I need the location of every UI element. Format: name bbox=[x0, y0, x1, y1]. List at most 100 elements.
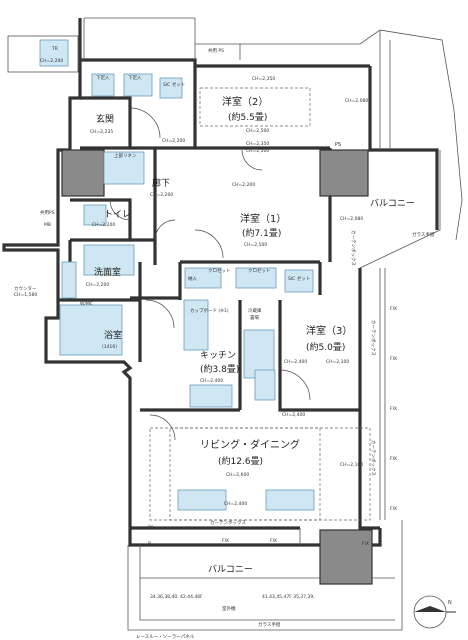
senmen-ch: CH=2,200 bbox=[86, 282, 109, 288]
senmen-label: 洗面室 bbox=[94, 266, 121, 278]
column-right bbox=[319, 149, 369, 197]
ch-2080-mid: CH=2,080 bbox=[340, 216, 363, 222]
ps-bottom: PS bbox=[148, 525, 154, 531]
public-ps-left: 共用PS bbox=[40, 209, 55, 216]
ch-2350b: CH=2,350 bbox=[246, 141, 269, 147]
western1-ch: CH=2,500 bbox=[244, 242, 267, 248]
western1-size: (約7.1畳) bbox=[242, 227, 281, 239]
fixtures bbox=[39, 39, 315, 511]
curtain-box-right: カーテンボックス bbox=[370, 320, 377, 356]
ceiling-inner-living bbox=[169, 427, 321, 521]
genkan-label: 玄関 bbox=[96, 113, 114, 125]
fix-label: FIX bbox=[390, 306, 397, 312]
hallway-ch: CH=2,200 bbox=[150, 192, 173, 198]
bath-size: (1416) bbox=[102, 344, 117, 350]
kitchen-size: (約3.8畳) bbox=[200, 363, 239, 375]
tr-ch: CH=2,200 bbox=[40, 58, 63, 64]
cupboard bbox=[183, 299, 209, 351]
balcony-right: バルコニー bbox=[370, 198, 415, 209]
living-size: (約12.6畳) bbox=[218, 455, 263, 467]
public-ps-top: 共用 PS bbox=[208, 47, 224, 54]
closet-1 bbox=[184, 267, 222, 289]
fix-label: FIX bbox=[390, 356, 397, 362]
shoe-cabinet-1 bbox=[91, 73, 115, 97]
western2-size: (約5.5畳) bbox=[228, 111, 267, 123]
bath-label: 浴室 bbox=[104, 329, 122, 341]
north-label: N bbox=[448, 600, 452, 606]
toilet-unit bbox=[83, 204, 107, 226]
kitchen-island bbox=[189, 384, 233, 408]
ch-2500b: CH=2,500 bbox=[246, 148, 269, 154]
shoes-label-2: 下足入 bbox=[128, 75, 142, 81]
column-left bbox=[61, 149, 105, 197]
counter-left bbox=[61, 261, 77, 299]
closet-side bbox=[284, 269, 314, 293]
north-arrow: N bbox=[413, 595, 456, 629]
western3-ch2: CH=2,100 bbox=[326, 359, 349, 365]
toilet-label: トイレ bbox=[104, 210, 131, 220]
cupboard-label: カップボード (※1) bbox=[190, 307, 229, 314]
glass-railing-right: ガラス手摺 bbox=[412, 231, 435, 238]
shunou-label: 納入 bbox=[188, 275, 197, 282]
western3-ch1: CH=2,400 bbox=[284, 359, 307, 365]
kitchen-ch: CH=2,400 bbox=[200, 378, 223, 384]
shoes-label-1: 下足入 bbox=[96, 75, 110, 81]
closet-top bbox=[159, 77, 183, 99]
fix-label: FIX bbox=[390, 456, 397, 462]
living-ch3: CH=2,100 bbox=[340, 462, 363, 468]
closet2-label: クロゼット bbox=[248, 267, 271, 274]
hallway-label: 廊下 bbox=[152, 177, 170, 189]
interior-walls bbox=[58, 66, 360, 412]
floor-heater-2 bbox=[265, 489, 315, 511]
western2-ch1: CH=2,350 bbox=[252, 76, 275, 82]
genkan-ch: CH=2,235 bbox=[90, 129, 113, 135]
western3-size: (約5.0畳) bbox=[306, 341, 345, 353]
curtain-box-bottom: カーテンボックス bbox=[210, 519, 246, 526]
fix-label: FIX bbox=[390, 406, 397, 412]
curtain-box-right2: カーテンボックス bbox=[370, 440, 377, 476]
western1-label: 洋室（1） bbox=[240, 212, 286, 225]
hallway-ch2: CH=2,200 bbox=[162, 138, 185, 144]
shoe-cabinet-2 bbox=[123, 73, 153, 97]
fix-label: FIX bbox=[390, 506, 397, 512]
toilet-ch: CH=2,200 bbox=[92, 222, 115, 228]
fix-label: FIX bbox=[222, 538, 229, 544]
living-ch: CH=2,600 bbox=[226, 472, 249, 478]
solar-panel-label: レースルー・ソーラーパネル bbox=[136, 634, 195, 640]
closet1-label: クロゼット bbox=[208, 267, 231, 274]
outer-walls bbox=[2, 17, 463, 631]
tr-unit bbox=[39, 39, 69, 67]
ch-2400-b: CH=2,400 bbox=[282, 412, 305, 418]
column-bottom bbox=[319, 529, 373, 585]
living-ch2: CH=2,400 bbox=[224, 501, 247, 507]
bathtub bbox=[59, 304, 123, 356]
door-swings bbox=[109, 107, 311, 441]
western3-label: 洋室（3） bbox=[306, 324, 352, 337]
linen-cabinet bbox=[103, 151, 145, 185]
outdoor-unit-left: 34,36,38,40, 42,44,46F bbox=[150, 594, 203, 600]
ch-2200-mid: CH=2,200 bbox=[232, 182, 255, 188]
reizouko-label2: 置場 bbox=[250, 314, 259, 321]
closet-side-label: SIC ゼット bbox=[288, 275, 310, 282]
living-label: リビング・ダイニング bbox=[200, 438, 300, 451]
reizouko-label: 冷蔵庫 bbox=[248, 307, 262, 314]
balcony-bottom: バルコニー bbox=[208, 564, 253, 575]
b-label: B bbox=[148, 541, 151, 547]
western2-ch2: CH=2,500 bbox=[246, 128, 269, 134]
closet-top-label: SIC ゼット bbox=[163, 81, 185, 88]
mb-label: MB bbox=[44, 222, 51, 228]
counter-label: カウンター bbox=[14, 285, 37, 292]
outdoor-units: 室外機 bbox=[222, 605, 236, 612]
wm-label: W/MC bbox=[80, 301, 93, 307]
ceiling-line-w2 bbox=[199, 87, 311, 127]
western2-label: 洋室（2） bbox=[222, 95, 268, 108]
ch-2080-top: CH=2,080 bbox=[345, 98, 368, 104]
fix-label: FIX bbox=[270, 538, 277, 544]
fix-label: FIX bbox=[362, 541, 369, 547]
glass-railing-bottom: ガラス手摺 bbox=[258, 621, 281, 628]
tr-label: TR bbox=[51, 46, 58, 52]
floor-heater-1 bbox=[177, 489, 227, 511]
ps-right: PS bbox=[335, 142, 341, 148]
linen-label: 上部リネン bbox=[114, 152, 137, 159]
